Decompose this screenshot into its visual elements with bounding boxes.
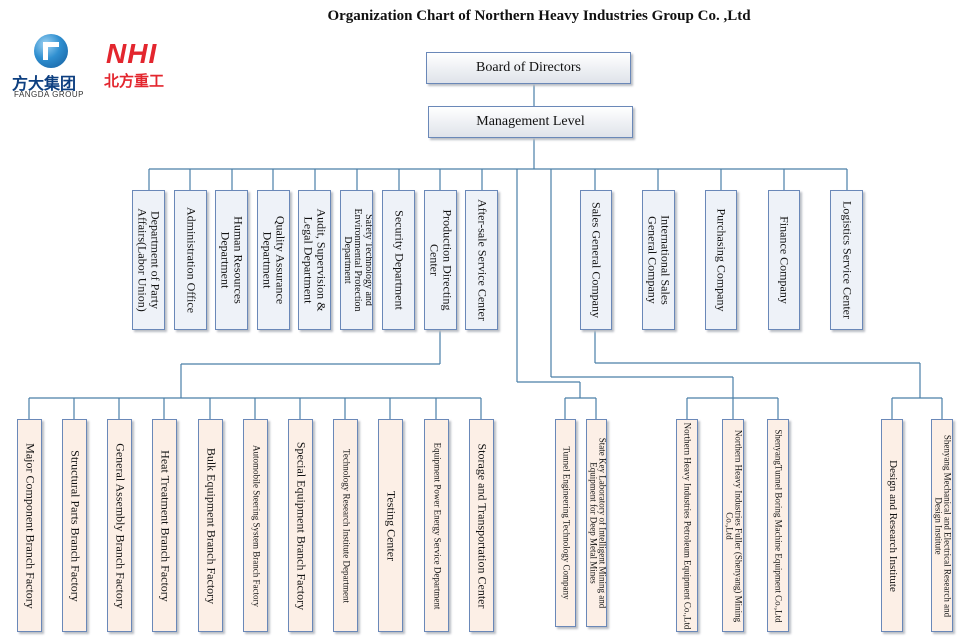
dept-security-label: Security Department — [391, 210, 406, 310]
factory-heat-treatment: Heat Treatment Branch Factory — [152, 419, 177, 632]
unit-state-key-laboratory-label: State Key Laboratory of Intelligent Mini… — [587, 437, 607, 609]
unit-tunnel-engineering-label: Tunnel Engineering Technology Company — [561, 446, 572, 600]
dept-party-affairs: Department of Party Affairs(Labor Union) — [132, 190, 165, 330]
company-international-sales-label: International Sales General Company — [645, 215, 673, 305]
dept-production-directing-center: Production Directing Center — [424, 190, 457, 330]
factory-technology-research: Technology Research Institute Department — [333, 419, 358, 632]
factory-special-equipment-label: Special Equipment Branch Factory — [293, 441, 308, 610]
company-logistics-service-label: Logistics Service Center — [839, 201, 854, 319]
company-logistics-service: Logistics Service Center — [830, 190, 863, 330]
company-purchasing-label: Purchasing Company — [714, 208, 729, 312]
subsidiary-fuller-mining-label: Northern Heavy Industries Fuller (Shenya… — [724, 429, 744, 622]
chart-title: Organization Chart of Northern Heavy Ind… — [327, 8, 751, 24]
company-sales-general: Sales General Company — [580, 190, 612, 330]
factory-testing-center-label: Testing Center — [383, 490, 398, 561]
dept-after-sale-service: After-sale Service Center — [465, 190, 498, 330]
factory-structural-parts-label: Structural Parts Branch Factory — [67, 449, 82, 602]
factory-automobile-steering-label: Automobile Steering System Branch Factor… — [251, 444, 262, 607]
company-finance-label: Finance Company — [777, 216, 792, 304]
company-finance: Finance Company — [768, 190, 800, 330]
institute-shenyang-mechanical-label: Shenyang Mechanical and Electrical Resea… — [933, 434, 953, 617]
dept-safety-technology: Safety Technology and Environmental Prot… — [340, 190, 373, 330]
factory-structural-parts: Structural Parts Branch Factory — [62, 419, 87, 632]
dept-human-resources: Human Resources Department — [215, 190, 248, 330]
institute-design-research-label: Design and Research Institute — [886, 459, 899, 592]
factory-general-assembly-label: General Assembly Branch Factory — [112, 442, 127, 609]
factory-major-component: Major Component Branch Factory — [17, 419, 42, 632]
nhi-logo-cn: 北方重工 — [104, 72, 165, 90]
nhi-logo: NHI 北方重工 — [104, 38, 188, 92]
factory-testing-center: Testing Center — [378, 419, 403, 632]
subsidiary-petroleum-equipment: Northern Heavy Industries Petroleum Equi… — [676, 419, 698, 632]
dept-human-resources-label: Human Resources Department — [218, 216, 246, 304]
factory-heat-treatment-label: Heat Treatment Branch Factory — [157, 449, 172, 602]
board-of-directors-label: Board of Directors — [476, 60, 581, 75]
subsidiary-tunnel-boring-machine: ShenyangTunnel Boring Machine Equipment … — [767, 419, 789, 632]
factory-equipment-power: Equipment Power Energy Service Departmen… — [424, 419, 449, 632]
dept-administration-office-label: Administration Office — [183, 206, 198, 314]
subsidiary-petroleum-equipment-label: Northern Heavy Industries Petroleum Equi… — [682, 422, 693, 629]
dept-safety-technology-label: Safety Technology and Environmental Prot… — [341, 208, 373, 312]
fangda-logo-icon — [34, 34, 68, 68]
unit-state-key-laboratory: State Key Laboratory of Intelligent Mini… — [586, 419, 607, 627]
subsidiary-tunnel-boring-machine-label: ShenyangTunnel Boring Machine Equipment … — [773, 428, 784, 623]
company-international-sales: International Sales General Company — [642, 190, 675, 330]
unit-tunnel-engineering: Tunnel Engineering Technology Company — [555, 419, 576, 627]
subsidiary-fuller-mining: Northern Heavy Industries Fuller (Shenya… — [722, 419, 744, 632]
dept-party-affairs-label: Department of Party Affairs(Labor Union) — [135, 208, 163, 312]
fangda-logo-cn: 方大集团 — [12, 74, 77, 93]
fangda-logo: 方大集团 FANGDA GROUP — [12, 34, 92, 100]
factory-major-component-label: Major Component Branch Factory — [22, 442, 37, 609]
factory-general-assembly: General Assembly Branch Factory — [107, 419, 132, 632]
factory-bulk-equipment: Bulk Equipment Branch Factory — [198, 419, 223, 632]
factory-bulk-equipment-label: Bulk Equipment Branch Factory — [203, 447, 218, 604]
factory-equipment-power-label: Equipment Power Energy Service Departmen… — [432, 442, 443, 609]
nhi-logo-en: NHI — [106, 38, 158, 69]
dept-security: Security Department — [382, 190, 415, 330]
factory-technology-research-label: Technology Research Institute Department — [341, 448, 352, 603]
dept-after-sale-service-label: After-sale Service Center — [474, 199, 489, 321]
institute-shenyang-mechanical: Shenyang Mechanical and Electrical Resea… — [931, 419, 953, 632]
dept-quality-assurance-label: Quality Assurance Department — [260, 215, 288, 305]
factory-special-equipment: Special Equipment Branch Factory — [288, 419, 313, 632]
fangda-logo-en: FANGDA GROUP — [14, 90, 85, 99]
company-purchasing: Purchasing Company — [705, 190, 737, 330]
factory-storage-transportation-label: Storage and Transportation Center — [474, 443, 489, 608]
management-level-box: Management Level — [428, 106, 633, 138]
dept-quality-assurance: Quality Assurance Department — [257, 190, 290, 330]
management-level-label: Management Level — [476, 114, 585, 129]
dept-audit-supervision-legal: Audit, Supervision & Legal Department — [298, 190, 331, 330]
dept-administration-office: Administration Office — [174, 190, 207, 330]
dept-production-directing-center-label: Production Directing Center — [427, 209, 455, 311]
board-of-directors-box: Board of Directors — [426, 52, 631, 84]
company-sales-general-label: Sales General Company — [589, 202, 604, 318]
factory-automobile-steering: Automobile Steering System Branch Factor… — [243, 419, 268, 632]
factory-storage-transportation: Storage and Transportation Center — [469, 419, 494, 632]
dept-audit-supervision-legal-label: Audit, Supervision & Legal Department — [301, 208, 329, 312]
institute-design-research: Design and Research Institute — [881, 419, 903, 632]
